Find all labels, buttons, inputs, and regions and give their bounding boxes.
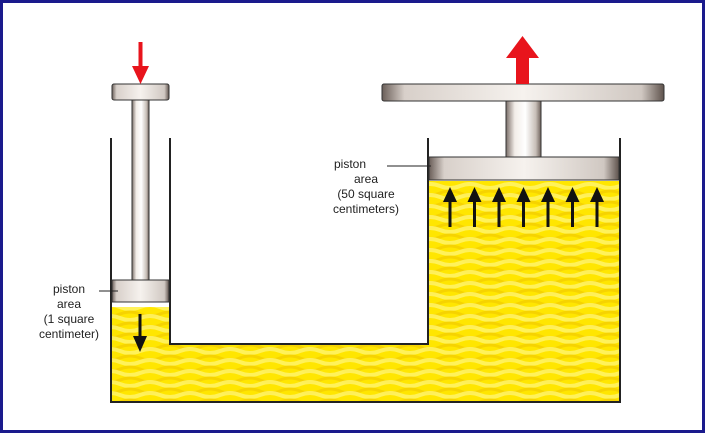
- fluid-wave: [111, 391, 620, 399]
- large-piston-head: [428, 156, 620, 181]
- small-piston-head: [111, 279, 170, 303]
- fluid-wave: [111, 369, 620, 377]
- small-piston-rod: [131, 99, 150, 281]
- small-cylinder-outer-wall: [110, 138, 621, 403]
- large-piston-label-line2: area: [353, 172, 379, 186]
- fluid-wave: [111, 358, 620, 366]
- small-cylinder-inner-wall: [169, 138, 429, 345]
- small-piston-handle: [111, 83, 170, 101]
- small-piston-label-line1: piston: [52, 282, 86, 296]
- large-piston: [381, 83, 665, 181]
- fluid-wave: [111, 347, 620, 355]
- arrow-down-icon: [133, 314, 147, 352]
- small-piston-label-line2: area: [56, 297, 82, 311]
- large-piston-platform: [381, 83, 665, 102]
- small-piston: [111, 83, 170, 303]
- arrow-up-icon: [541, 187, 555, 227]
- small-piston-label-line3: (1 square: [43, 312, 95, 326]
- arrow-up-icon: [492, 187, 506, 227]
- arrow-down-icon: [132, 42, 149, 84]
- large-piston-label-line3: (50 square: [337, 187, 395, 201]
- arrow-up-icon: [467, 187, 482, 227]
- large-piston-rod: [505, 100, 542, 158]
- fluid-wave: [111, 380, 620, 388]
- small-piston-label-line4: centimeter): [38, 327, 100, 341]
- pressure-arrows: [443, 187, 604, 227]
- arrow-up-icon: [516, 187, 531, 227]
- fluid-wave: [111, 398, 620, 402]
- arrow-up-icon: [506, 36, 539, 84]
- container-walls: [110, 138, 621, 403]
- small-piston-area-label: piston area (1 square centimeter): [34, 282, 104, 342]
- large-piston-area-label: piston area (50 square centimeters): [318, 157, 414, 217]
- arrow-up-icon: [590, 187, 604, 227]
- arrow-up-icon: [565, 187, 580, 227]
- large-piston-label-line1: piston: [334, 157, 367, 171]
- large-piston-label-line4: centimeters): [332, 202, 400, 216]
- arrow-up-icon: [443, 187, 457, 227]
